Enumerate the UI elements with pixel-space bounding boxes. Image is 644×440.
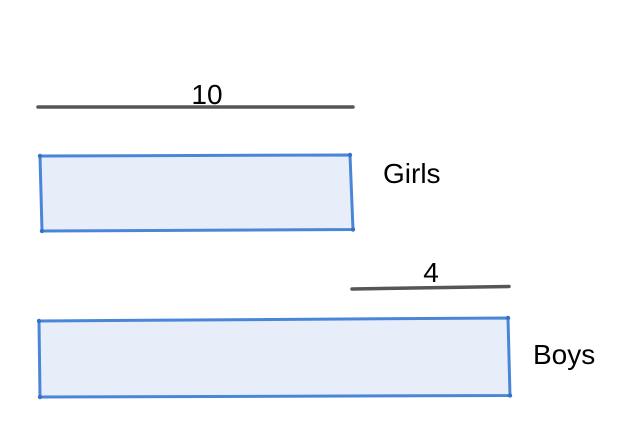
girls-bar xyxy=(38,153,355,233)
boys-bar-corner-dot xyxy=(507,393,513,398)
boys-bar-corner-dot xyxy=(36,318,42,324)
girls-bar-corner-dot xyxy=(350,227,356,232)
girls-label: Girls xyxy=(383,158,441,189)
girls-measure-label: 10 xyxy=(191,79,222,110)
boys-bar-corner-dot xyxy=(37,394,43,400)
girls-bar-corner-dot xyxy=(37,153,43,159)
boys-bar-corner-dot xyxy=(505,315,511,321)
girls-bar-corner-dot xyxy=(39,228,45,234)
girls-bar-corner-dot xyxy=(347,152,353,158)
boys-label: Boys xyxy=(533,339,595,370)
boys-extra-measure-label: 4 xyxy=(423,257,439,288)
boys-extra-measure-line xyxy=(350,284,511,291)
boys-bar xyxy=(37,316,512,399)
